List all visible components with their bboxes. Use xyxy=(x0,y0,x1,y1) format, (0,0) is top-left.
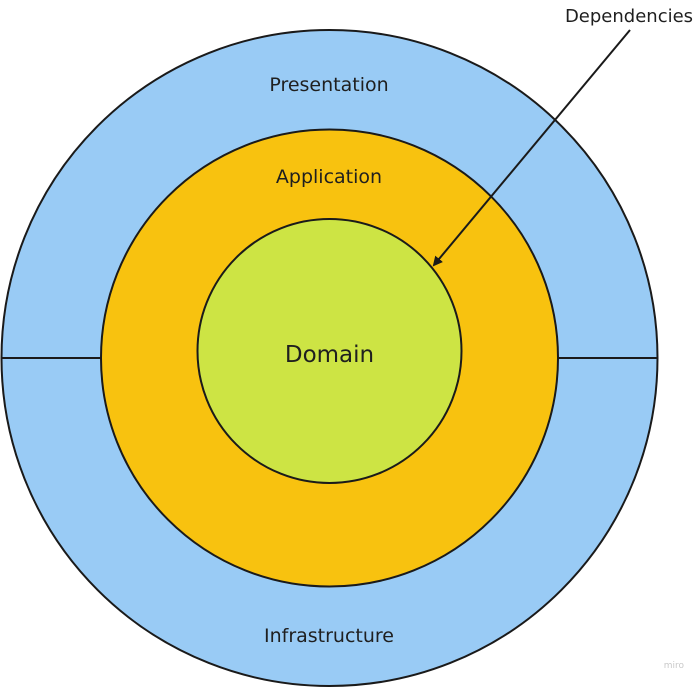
dependencies-label: Dependencies xyxy=(565,6,693,27)
domain-layer-circle xyxy=(196,218,463,484)
domain-label: Domain xyxy=(285,342,374,368)
dependencies-arrow xyxy=(432,29,631,267)
infrastructure-label: Infrastructure xyxy=(264,625,394,647)
presentation-label: Presentation xyxy=(269,74,388,96)
miro-watermark: miro xyxy=(664,661,685,671)
application-label: Application xyxy=(276,166,382,188)
